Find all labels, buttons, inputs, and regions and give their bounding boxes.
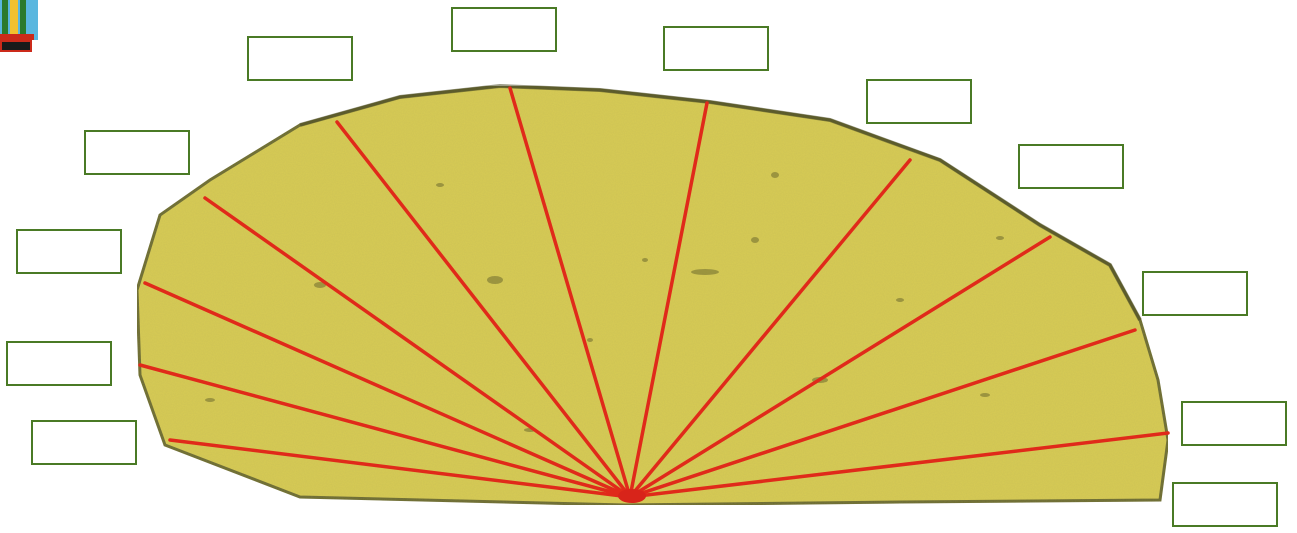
label-box-10[interactable] (1181, 401, 1287, 446)
label-box-4[interactable] (866, 79, 972, 124)
fan-shape (137, 86, 1168, 505)
label-box-6[interactable] (1018, 144, 1124, 189)
label-box-12[interactable] (1172, 482, 1278, 527)
label-box-8[interactable] (1142, 271, 1248, 316)
label-box-5[interactable] (84, 130, 190, 175)
label-box-2[interactable] (451, 7, 557, 52)
fan-hub (618, 489, 646, 503)
label-box-1[interactable] (247, 36, 353, 81)
label-box-11[interactable] (31, 420, 137, 465)
pillar-logo-icon (0, 0, 38, 52)
label-box-7[interactable] (16, 229, 122, 274)
label-box-3[interactable] (663, 26, 769, 71)
label-box-9[interactable] (6, 341, 112, 386)
